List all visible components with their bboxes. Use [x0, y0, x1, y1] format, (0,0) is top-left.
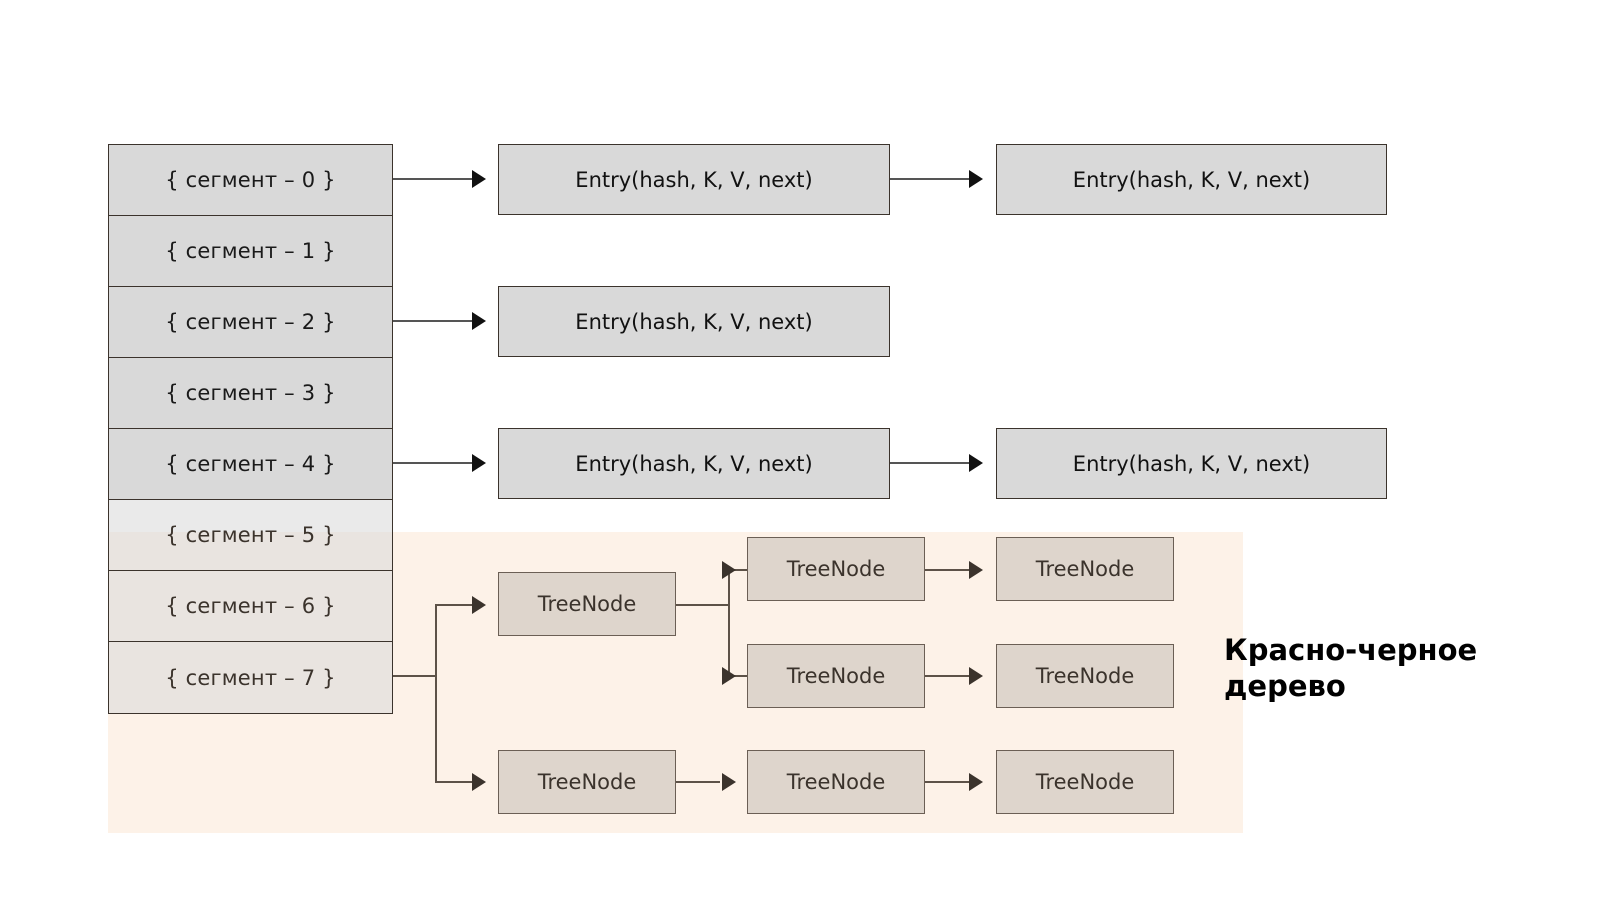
connector-segment7-stub	[393, 675, 437, 677]
treenode-label-lower-right: TreeNode	[1035, 664, 1135, 688]
connector-root-to-split	[676, 604, 730, 606]
segment-label-4: { сегмент – 4 }	[165, 452, 336, 476]
treenode-label-upper-right: TreeNode	[1035, 557, 1135, 581]
connector-spine-to-second-root	[435, 781, 475, 783]
connector-segment4-to-entry	[393, 462, 475, 464]
connector-spine-to-root	[435, 604, 475, 606]
treenode-lower-right[interactable]: TreeNode	[996, 644, 1174, 708]
arrowhead-segment0-to-entry	[472, 170, 486, 188]
entry-label-row1-col1: Entry(hash, K, V, next)	[575, 309, 813, 334]
entry-node-row0-col1[interactable]: Entry(hash, K, V, next)	[498, 144, 890, 215]
treenode-lower-mid[interactable]: TreeNode	[747, 644, 925, 708]
connector-tree-spine	[435, 604, 437, 782]
entry-node-row2-col1[interactable]: Entry(hash, K, V, next)	[498, 428, 890, 499]
arrowhead-segment2-to-entry	[472, 312, 486, 330]
arrowhead-root-to-upper-mid	[722, 561, 736, 579]
segment-cell-0[interactable]: { сегмент – 0 }	[109, 145, 392, 216]
segment-label-7: { сегмент – 7 }	[165, 665, 336, 690]
segment-label-6: { сегмент – 6 }	[165, 594, 336, 618]
entry-label-row2-col1: Entry(hash, K, V, next)	[575, 451, 813, 476]
connector-segment2-to-entry	[393, 320, 475, 322]
treenode-label-lower-mid: TreeNode	[786, 664, 886, 688]
segment-label-2: { сегмент – 2 }	[165, 310, 336, 334]
red-black-tree-caption: Красно-черное дерево	[1224, 633, 1478, 704]
entry-node-row1-col1[interactable]: Entry(hash, K, V, next)	[498, 286, 890, 357]
entry-node-row0-col2[interactable]: Entry(hash, K, V, next)	[996, 144, 1387, 215]
segment-cell-2[interactable]: { сегмент – 2 }	[109, 287, 392, 358]
connector-upper-mid-to-right	[925, 569, 969, 571]
segment-array: { сегмент – 0 } { сегмент – 1 } { сегмен…	[108, 144, 393, 714]
arrowhead-entry-row2-col1-to-col2	[969, 454, 983, 472]
entry-node-row2-col2[interactable]: Entry(hash, K, V, next)	[996, 428, 1387, 499]
treenode-label-second-right: TreeNode	[1035, 770, 1135, 794]
arrowhead-second-root-to-mid	[722, 773, 736, 791]
connector-second-mid-to-right	[925, 781, 969, 783]
treenode-label-upper-mid: TreeNode	[786, 557, 886, 581]
entry-label-row2-col2: Entry(hash, K, V, next)	[1072, 451, 1311, 476]
entry-label-row0-col1: Entry(hash, K, V, next)	[575, 167, 813, 192]
treenode-second-mid[interactable]: TreeNode	[747, 750, 925, 814]
arrowhead-segment4-to-entry	[472, 454, 486, 472]
connector-second-root-to-mid	[676, 781, 720, 783]
segment-label-5: { сегмент – 5 }	[165, 523, 336, 547]
arrowhead-spine-to-root	[472, 596, 486, 614]
treenode-label-second-root: TreeNode	[537, 770, 637, 794]
segment-cell-3[interactable]: { сегмент – 3 }	[109, 358, 392, 429]
arrowhead-second-mid-to-right	[969, 773, 983, 791]
treenode-upper-right[interactable]: TreeNode	[996, 537, 1174, 601]
treenode-second-right[interactable]: TreeNode	[996, 750, 1174, 814]
segment-cell-5[interactable]: { сегмент – 5 }	[109, 500, 392, 571]
connector-segment0-to-entry	[393, 178, 475, 180]
segment-label-0: { сегмент – 0 }	[165, 168, 336, 192]
segment-label-3: { сегмент – 3 }	[165, 381, 336, 405]
treenode-label-second-mid: TreeNode	[786, 770, 886, 794]
connector-entry-row2-col1-to-col2	[890, 462, 972, 464]
arrowhead-upper-mid-to-right	[969, 561, 983, 579]
connector-lower-mid-to-right	[925, 675, 969, 677]
treenode-label-root: TreeNode	[537, 592, 637, 616]
segment-cell-7[interactable]: { сегмент – 7 }	[109, 642, 392, 713]
treenode-upper-mid[interactable]: TreeNode	[747, 537, 925, 601]
arrowhead-entry-row0-col1-to-col2	[969, 170, 983, 188]
segment-cell-4[interactable]: { сегмент – 4 }	[109, 429, 392, 500]
arrowhead-spine-to-second-root	[472, 773, 486, 791]
connector-entry-row0-col1-to-col2	[890, 178, 972, 180]
segment-cell-1[interactable]: { сегмент – 1 }	[109, 216, 392, 287]
segment-cell-6[interactable]: { сегмент – 6 }	[109, 571, 392, 642]
treenode-root[interactable]: TreeNode	[498, 572, 676, 636]
arrowhead-lower-mid-to-right	[969, 667, 983, 685]
connector-root-split-spine	[728, 569, 730, 677]
treenode-second-root[interactable]: TreeNode	[498, 750, 676, 814]
arrowhead-root-to-lower-mid	[722, 667, 736, 685]
entry-label-row0-col2: Entry(hash, K, V, next)	[1072, 167, 1311, 192]
segment-label-1: { сегмент – 1 }	[165, 239, 336, 263]
